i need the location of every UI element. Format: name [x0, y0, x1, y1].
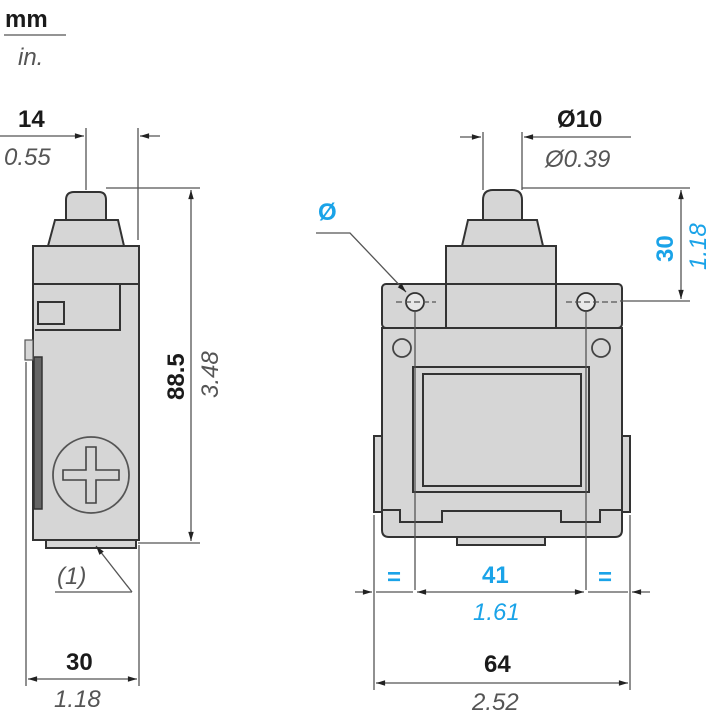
dim-14-mm: 14 [18, 106, 45, 133]
dim-height: 88.5 3.48 [106, 187, 224, 544]
dim-30-mm: 30 [66, 649, 93, 676]
dim-30b-in: 1.18 [685, 223, 712, 270]
side-base [45, 539, 137, 549]
dim-64-in: 2.52 [471, 689, 519, 716]
dim-88-in: 3.48 [197, 351, 224, 398]
front-cover [422, 373, 582, 487]
front-view [373, 189, 631, 590]
dim-plunger-diameter: Ø10 Ø0.39 [460, 106, 631, 190]
side-head [32, 245, 140, 285]
equal-left: = [387, 564, 401, 591]
side-window [37, 301, 65, 325]
dim-d10-mm: Ø10 [557, 106, 602, 133]
dim-plunger-height: 30 1.18 [522, 187, 712, 302]
dim-30-in: 1.18 [54, 686, 101, 713]
front-plunger [482, 189, 523, 221]
dim-41-mm: 41 [482, 562, 509, 589]
hole-diameter-label: Ø [316, 199, 407, 293]
side-view: (1) [24, 191, 140, 593]
side-plunger [65, 191, 107, 221]
unit-in-label: in. [18, 44, 43, 71]
unit-mm-label: mm [5, 6, 48, 33]
dim-overall-width: 64 2.52 [375, 651, 628, 716]
dim-30b-mm: 30 [652, 235, 679, 262]
dim-hole-spacing: = = 41 1.61 [355, 515, 650, 690]
dim-side-width: 30 1.18 [25, 362, 140, 713]
note-label: (1) [57, 563, 86, 590]
dim-plunger-width: 14 0.55 [0, 106, 160, 240]
hole-d-label: Ø [318, 199, 337, 226]
dim-41-in: 1.61 [473, 599, 520, 626]
side-boot [46, 219, 126, 247]
dim-64-mm: 64 [484, 651, 511, 678]
equal-right: = [598, 564, 612, 591]
units-legend: mm in. [4, 6, 66, 71]
dim-d10-in: Ø0.39 [544, 146, 610, 173]
dim-88-mm: 88.5 [163, 353, 190, 400]
dim-14-in: 0.55 [4, 144, 51, 171]
